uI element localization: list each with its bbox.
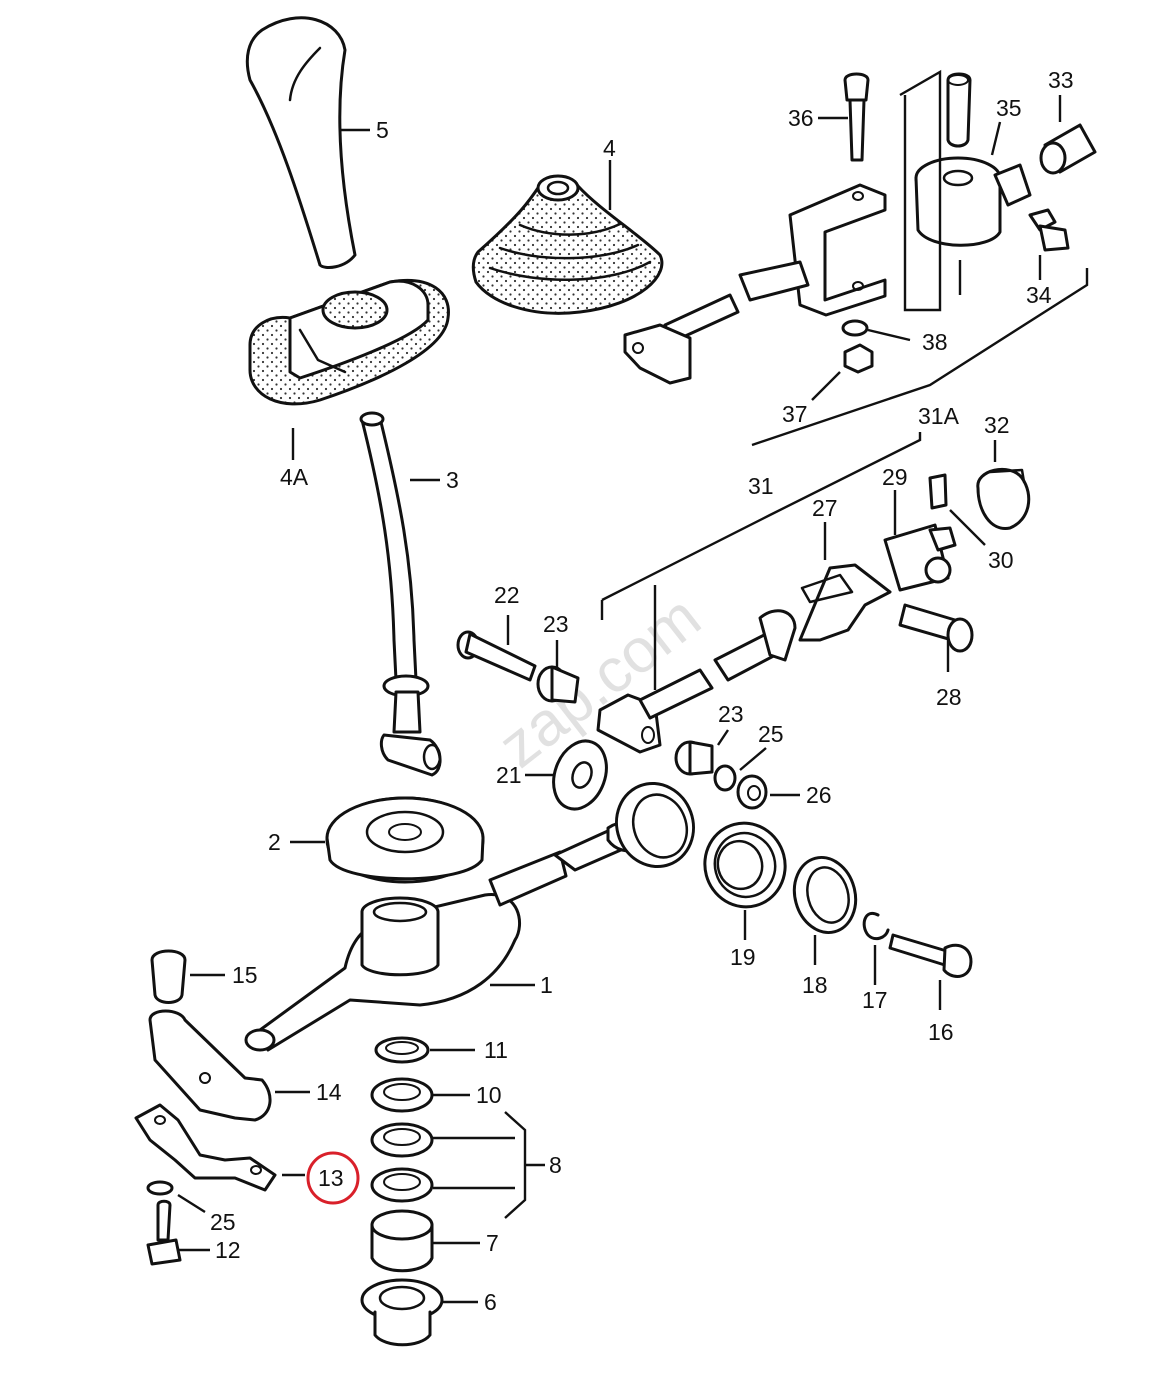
- part-36-bolt[interactable]: [843, 72, 870, 162]
- part-31a-bracket[interactable]: [623, 183, 887, 385]
- label-38: 38: [922, 329, 948, 355]
- part-21-washer[interactable]: [545, 734, 616, 817]
- label-23a: 23: [543, 611, 569, 637]
- part-7-bushing[interactable]: [370, 1209, 434, 1273]
- label-31: 31: [748, 473, 774, 499]
- label-7: 7: [486, 1230, 499, 1256]
- label-13: 13: [318, 1165, 344, 1191]
- label-18: 18: [802, 972, 828, 998]
- part-32-clamp[interactable]: [976, 467, 1031, 530]
- part-3-shift-rod[interactable]: [359, 411, 442, 777]
- label-2: 2: [268, 829, 281, 855]
- part-37-nut[interactable]: [843, 343, 874, 374]
- part-6-bushing[interactable]: [360, 1278, 444, 1347]
- label-22: 22: [494, 582, 520, 608]
- label-26: 26: [806, 782, 832, 808]
- part-8-ring-lower[interactable]: [370, 1167, 434, 1203]
- label-15: 15: [232, 962, 258, 988]
- label-27: 27: [812, 495, 838, 521]
- part-19-spring-seal[interactable]: [695, 814, 794, 916]
- part-17-circlip[interactable]: [862, 911, 890, 941]
- part-18-ring[interactable]: [786, 851, 864, 940]
- label-28: 28: [936, 684, 962, 710]
- part-16-bolt[interactable]: [888, 933, 973, 978]
- label-30: 30: [988, 547, 1014, 573]
- label-12: 12: [215, 1237, 241, 1263]
- label-23b: 23: [718, 701, 744, 727]
- part-11-circlip[interactable]: [374, 1036, 430, 1064]
- part-29-pivot[interactable]: [883, 523, 957, 592]
- label-21: 21: [496, 762, 522, 788]
- label-35: 35: [996, 95, 1022, 121]
- part-23-bushing-lower[interactable]: [674, 740, 714, 776]
- part-13-clamp[interactable]: [134, 1103, 277, 1192]
- part-5-gear-knob[interactable]: [245, 16, 357, 269]
- label-6: 6: [484, 1289, 497, 1315]
- part-35-housing[interactable]: [914, 72, 1032, 247]
- label-8: 8: [549, 1152, 562, 1178]
- part-22-bolt[interactable]: [456, 630, 537, 682]
- part-bellows-seal[interactable]: [605, 773, 705, 878]
- label-16: 16: [928, 1019, 954, 1045]
- part-30-roll-pin[interactable]: [928, 473, 948, 510]
- part-4a-gaiter-frame[interactable]: [248, 279, 450, 406]
- part-26-nut[interactable]: [736, 774, 768, 810]
- label-14: 14: [316, 1079, 342, 1105]
- part-31-linkage-rod[interactable]: [596, 609, 797, 754]
- part-2-bearing-cup[interactable]: [325, 796, 485, 884]
- label-33: 33: [1048, 67, 1074, 93]
- part-28-pin[interactable]: [898, 603, 974, 653]
- label-19: 19: [730, 944, 756, 970]
- label-37: 37: [782, 401, 808, 427]
- label-36: 36: [788, 105, 814, 131]
- part-33-sleeve[interactable]: [1039, 123, 1097, 175]
- label-4: 4: [603, 135, 616, 161]
- part-12-bolt[interactable]: [146, 1199, 182, 1266]
- label-25a: 25: [758, 721, 784, 747]
- part-4-rubber-boot[interactable]: [471, 174, 664, 315]
- label-1: 1: [540, 972, 553, 998]
- part-25-clip-upper[interactable]: [713, 764, 737, 792]
- label-29: 29: [882, 464, 908, 490]
- label-10: 10: [476, 1082, 502, 1108]
- part-15-sleeve[interactable]: [150, 949, 187, 1004]
- label-3: 3: [446, 467, 459, 493]
- leader-lines: [177, 69, 1089, 1304]
- part-1-lever-housing[interactable]: [244, 850, 568, 1052]
- label-34: 34: [1026, 282, 1052, 308]
- label-25b: 25: [210, 1209, 236, 1235]
- label-32: 32: [984, 412, 1010, 438]
- part-23-bushing-upper[interactable]: [536, 665, 580, 704]
- part-14-bracket[interactable]: [148, 1009, 272, 1122]
- part-27-clevis[interactable]: [798, 563, 892, 642]
- label-31a: 31A: [918, 403, 960, 429]
- label-5: 5: [376, 117, 389, 143]
- part-10-ring[interactable]: [370, 1077, 434, 1113]
- highlight-circle: [306, 1151, 360, 1205]
- callout-labels: 5 4 4A 3 2 1 15 14 25 12 11 10 8 7 6 19 …: [210, 67, 1074, 1315]
- part-8-ring-upper[interactable]: [370, 1122, 434, 1158]
- part-38-washer[interactable]: [841, 319, 869, 337]
- part-25-spring-washer[interactable]: [146, 1180, 174, 1196]
- label-17: 17: [862, 987, 888, 1013]
- label-11: 11: [484, 1037, 508, 1063]
- label-4a: 4A: [280, 464, 309, 490]
- part-34-screw[interactable]: [1028, 208, 1070, 252]
